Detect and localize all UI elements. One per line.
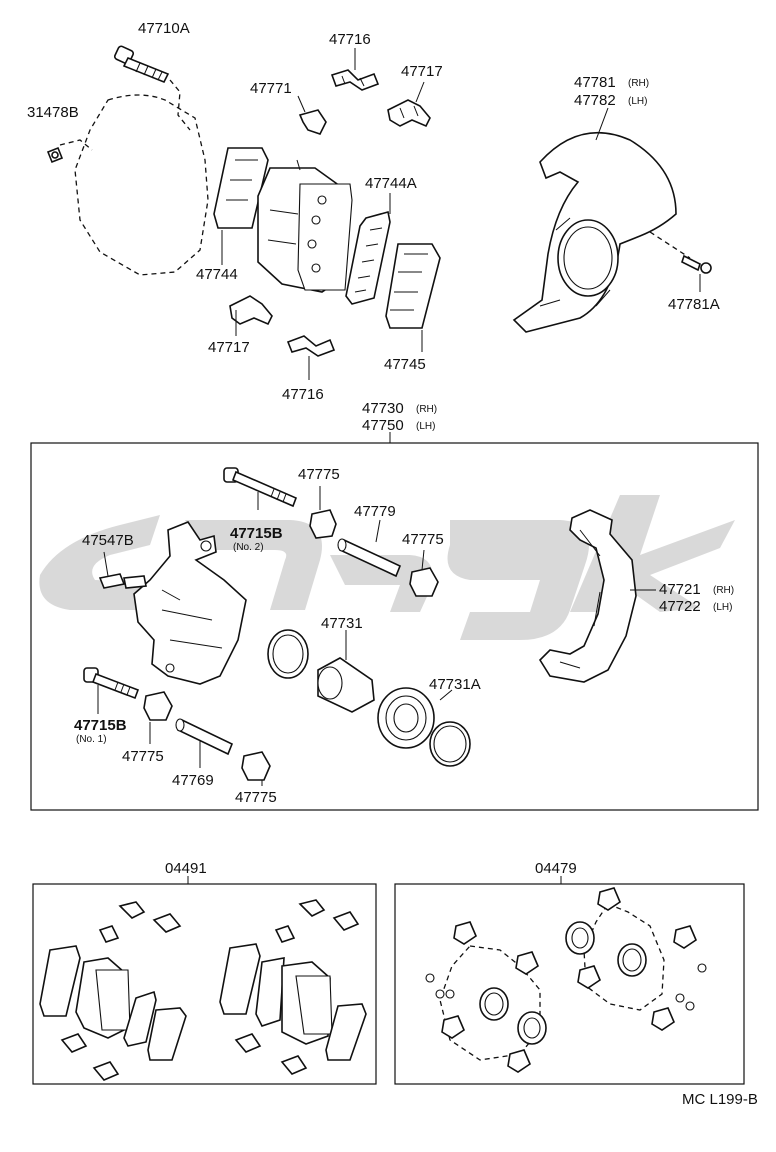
- label-47721-rh: (RH): [713, 585, 734, 596]
- label-47547B: 47547B: [82, 532, 134, 549]
- label-47710A: 47710A: [138, 20, 190, 37]
- pin-47779-icon: [337, 538, 402, 578]
- label-47750: 47750: [362, 417, 404, 434]
- diagram-code: MC L199-B: [682, 1091, 758, 1108]
- label-47744A: 47744A: [365, 175, 417, 192]
- kit-04491-frame: [32, 883, 377, 1085]
- pad-47744-icon: [213, 147, 269, 229]
- part-labels: 47710A 47716 47717 47771 31478B 47781 (R…: [27, 20, 758, 1108]
- label-47782: 47782: [574, 92, 616, 109]
- bolt-47710A-icon: [113, 45, 170, 84]
- label-47722-lh: (LH): [713, 602, 732, 613]
- boot-47775-d-icon: [241, 751, 271, 781]
- mounting-47721-icon: [538, 509, 637, 683]
- bolt-47715B-no2-icon: [223, 467, 298, 508]
- label-04479: 04479: [535, 860, 577, 877]
- bleeder-47547B-icon: [98, 573, 147, 589]
- label-47781A: 47781A: [668, 296, 720, 313]
- label-47750-lh: (LH): [416, 421, 435, 432]
- piston-icon: [317, 657, 375, 713]
- label-47769: 47769: [172, 772, 214, 789]
- label-47715B-no1: 47715B: [74, 717, 127, 734]
- label-47717-bottom: 47717: [208, 339, 250, 356]
- label-47721: 47721: [659, 581, 701, 598]
- label-31478B: 31478B: [27, 104, 79, 121]
- dust-cover-47781-icon: [512, 131, 677, 333]
- pin-47769-icon: [175, 718, 234, 756]
- label-47781-rh: (RH): [628, 78, 649, 89]
- label-47744: 47744: [196, 266, 238, 283]
- label-04491: 04491: [165, 860, 207, 877]
- kit-04479-frame: [394, 883, 745, 1085]
- label-47730-rh: (RH): [416, 404, 437, 415]
- boot-47775-b-icon: [409, 567, 439, 597]
- seal-47731-icon: [267, 629, 309, 679]
- label-47779: 47779: [354, 503, 396, 520]
- label-47781: 47781: [574, 74, 616, 91]
- label-47745: 47745: [384, 356, 426, 373]
- label-47715B-no2: 47715B: [230, 525, 283, 542]
- bolt-47715B-no1-icon: [83, 667, 140, 700]
- label-47716-bottom: 47716: [282, 386, 324, 403]
- caliper-body-icon: [133, 521, 247, 685]
- caliper-outline-dashed: [74, 94, 209, 276]
- pad-inner-assembly-icon: [257, 167, 353, 293]
- label-47775-a: 47775: [298, 466, 340, 483]
- boot-47775-c-icon: [143, 691, 173, 721]
- label-47722: 47722: [659, 598, 701, 615]
- label-47775-c: 47775: [122, 748, 164, 765]
- clip-47716-bottom-icon: [286, 335, 336, 357]
- label-47730: 47730: [362, 400, 404, 417]
- pad-47745-icon: [385, 243, 441, 329]
- label-47771: 47771: [250, 80, 292, 97]
- plug-31478B-icon: [46, 146, 64, 164]
- label-no1: (No. 1): [76, 734, 107, 745]
- label-47731A: 47731A: [429, 676, 481, 693]
- label-47731: 47731: [321, 615, 363, 632]
- boot-47775-a-icon: [309, 509, 337, 539]
- label-no2: (No. 2): [233, 542, 264, 553]
- shim-47744A-icon: [345, 211, 391, 305]
- spring-47771-icon: [298, 109, 327, 135]
- clip-47717-top-icon: [387, 99, 431, 128]
- caliper-assembly-frame: [30, 442, 759, 811]
- label-47716-top: 47716: [329, 31, 371, 48]
- clip-47717-bottom-icon: [229, 295, 273, 326]
- snap-ring-icon: [429, 721, 471, 767]
- label-47775-d: 47775: [235, 789, 277, 806]
- kit-04479-contents: [425, 887, 707, 1073]
- boot-47731A-icon: [377, 687, 435, 749]
- kit-04491-contents: [39, 899, 367, 1081]
- bolt-47781A-icon: [681, 254, 712, 274]
- clip-47716-top-icon: [330, 69, 380, 91]
- label-47782-lh: (LH): [628, 96, 647, 107]
- label-47775-b: 47775: [402, 531, 444, 548]
- label-47717-top: 47717: [401, 63, 443, 80]
